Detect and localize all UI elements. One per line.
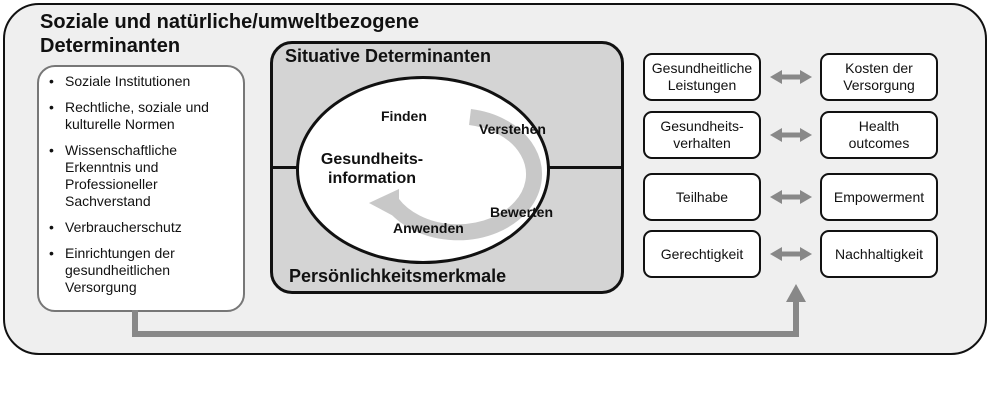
- list-item-label: Rechtliche, soziale und kulturelle Norme…: [65, 99, 209, 132]
- bullet-icon: •: [49, 99, 54, 115]
- bullet-icon: •: [49, 142, 54, 158]
- outcome-box-gerechtigkeit: Gerechtigkeit: [643, 230, 761, 278]
- double-arrow: [770, 190, 812, 204]
- outcome-box-gesundheitsverhalten: Gesundheits-verhalten: [643, 111, 761, 159]
- list-item: • Einrichtungen der gesundheitlichen Vers…: [49, 245, 235, 296]
- determinants-list-box: • Soziale Institutionen • Rechtliche, sozi…: [37, 65, 245, 312]
- cycle-arrow-head: [369, 189, 399, 219]
- main-title-line1: Soziale und natürliche/umweltbezogene: [40, 11, 419, 33]
- list-item: • Rechtliche, soziale und kulturelle Norm…: [49, 99, 235, 133]
- outcome-box-nachhaltigkeit: Nachhaltigkeit: [820, 230, 938, 278]
- outcome-box-teilhabe: Teilhabe: [643, 173, 761, 221]
- cycle-label-finden: Finden: [381, 108, 427, 124]
- outcome-label-line1: Health: [858, 118, 900, 134]
- double-arrow: [770, 247, 812, 261]
- cycle-arrow: [385, 109, 543, 241]
- list-item: • Verbraucherschutz: [49, 219, 235, 236]
- double-arrow: [770, 70, 812, 84]
- health-information-label: Gesundheits- information: [306, 150, 438, 188]
- outcome-label-line1: Teilhabe: [675, 188, 729, 205]
- cycle-label-bewerten: Bewerten: [490, 204, 554, 220]
- main-title-line2: Determinanten: [40, 35, 181, 57]
- outcome-label-line2: Versorgung: [843, 77, 915, 93]
- health-information-label-line2: information: [328, 170, 416, 187]
- outcome-label-line1: Empowerment: [833, 188, 925, 205]
- outcome-label-line1: Kosten der: [845, 60, 913, 76]
- outcome-label-line1: Gesundheitliche: [651, 60, 753, 76]
- feedback-arrow-line: [132, 300, 799, 337]
- double-arrow: [770, 128, 812, 142]
- health-information-label-line1: Gesundheits-: [320, 151, 424, 168]
- list-item-label: Verbraucherschutz: [65, 219, 182, 235]
- feedback-arrow-head: [786, 284, 806, 302]
- determinants-list: • Soziale Institutionen • Rechtliche, sozi…: [39, 67, 243, 296]
- bullet-icon: •: [49, 245, 54, 261]
- bullet-icon: •: [49, 219, 54, 235]
- main-title: Soziale und natürliche/umweltbezogene De…: [40, 10, 419, 58]
- outcome-box-empowerment: Empowerment: [820, 173, 938, 221]
- list-item-label: Einrichtungen der gesundheitlichen Verso…: [65, 245, 175, 295]
- list-item: • Wissenschaftliche Erkenntnis und Profes…: [49, 142, 235, 210]
- outcome-label-line1: Gerechtigkeit: [660, 245, 744, 262]
- outcome-label-line2: Leistungen: [667, 77, 737, 93]
- outcome-label-line1: Gesundheits-: [660, 118, 744, 134]
- cycle-label-verstehen: Verstehen: [479, 121, 546, 137]
- outcome-label-line1: Nachhaltigkeit: [835, 245, 923, 262]
- bullet-icon: •: [49, 73, 54, 89]
- outcome-label-line2: outcomes: [848, 135, 910, 151]
- list-item-label: Wissenschaftliche Erkenntnis und Profess…: [65, 142, 178, 209]
- list-item: • Soziale Institutionen: [49, 73, 235, 90]
- personality-traits-title: Persönlichkeitsmerkmale: [289, 266, 507, 286]
- situative-determinants-title: Situative Determinanten: [285, 46, 492, 66]
- cycle-label-anwenden: Anwenden: [393, 220, 464, 236]
- list-item-label: Soziale Institutionen: [65, 73, 191, 89]
- outcome-label-line2: verhalten: [673, 135, 731, 151]
